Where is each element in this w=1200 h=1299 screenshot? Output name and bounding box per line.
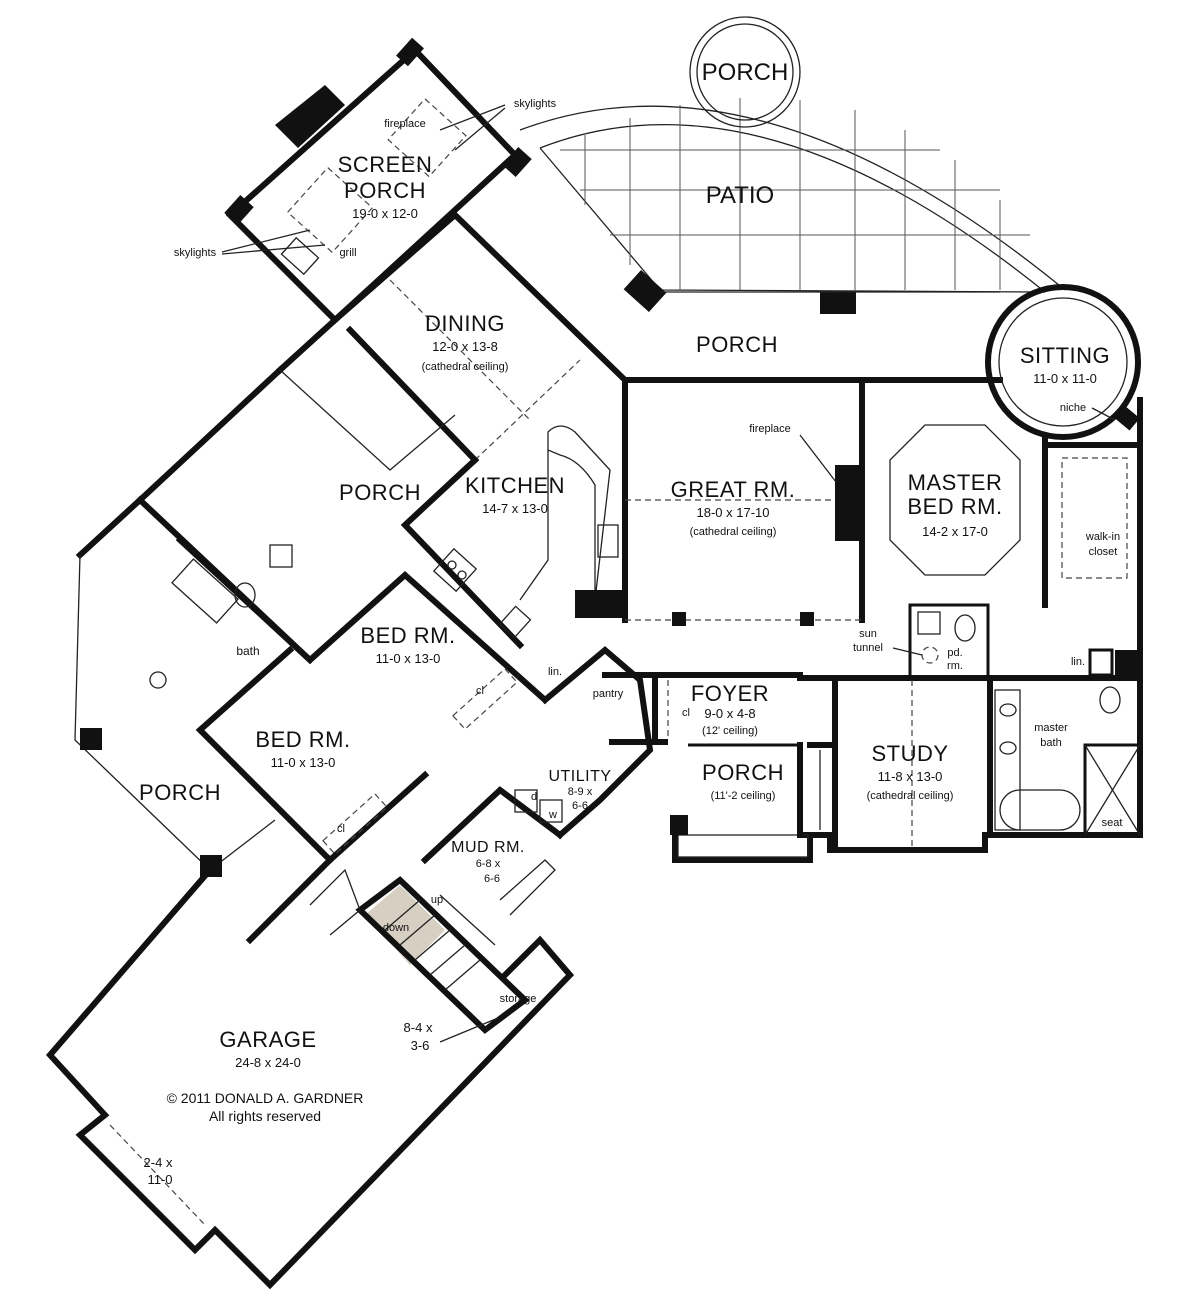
sitting-dims: 11-0 x 11-0	[1033, 371, 1097, 386]
porch-front-note: (11'-2 ceiling)	[711, 790, 776, 802]
garage-dims: 24-8 x 24-0	[235, 1055, 301, 1070]
screen-porch: SCREEN PORCH 19-0 x 12-0 fireplace skyli…	[174, 37, 557, 325]
walk-in-label-1: walk-in	[1085, 531, 1120, 543]
porch-front-label: PORCH	[702, 760, 784, 785]
porch-rear-label: PORCH	[696, 332, 778, 357]
study-label: STUDY	[871, 741, 948, 766]
great-room: GREAT RM. 18-0 x 17-10 (cathedral ceilin…	[625, 377, 865, 626]
utility-dims-1: 8-9 x	[568, 786, 593, 798]
bed-rm-2-label: BED RM.	[255, 727, 350, 752]
pd-rm-label-1: pd.	[947, 647, 962, 659]
cl-foyer-label: cl	[682, 707, 690, 719]
master-bath-label-2: bath	[1040, 737, 1061, 749]
great-rm-note: (cathedral ceiling)	[690, 526, 777, 538]
bed-rm-1-dims: 11-0 x 13-0	[376, 651, 441, 666]
dining-label: DINING	[425, 311, 505, 336]
sun-tunnel-label-2: tunnel	[853, 642, 883, 654]
master-bath: master bath seat lin.	[797, 648, 1143, 838]
bath-label: bath	[236, 644, 259, 658]
study: STUDY 11-8 x 13-0 (cathedral ceiling)	[807, 675, 954, 853]
garage-ext-dims-1: 2-4 x	[144, 1155, 173, 1170]
porch-left-label: PORCH	[339, 480, 421, 505]
bedroom-wing: bath cl cl BED RM. 11-0 x 13-0 BED RM. 1…	[74, 495, 550, 877]
patio-label: PATIO	[706, 182, 774, 209]
pd-rm-label-2: rm.	[947, 660, 963, 672]
copyright-line2: All rights reserved	[209, 1108, 321, 1124]
utility-dims-2: 6-6	[572, 800, 588, 812]
bed-rm-2-dims: 11-0 x 13-0	[271, 755, 336, 770]
storage-label: storage	[500, 993, 537, 1005]
cl-bed1-label: cl	[476, 685, 484, 697]
utility-area: d w pantry UTILITY 8-9 x 6-6 MUD RM. 6-8…	[420, 646, 654, 885]
lin-master-label: lin.	[1071, 656, 1085, 668]
kitchen: KITCHEN 14-7 x 13-0 lin.	[400, 425, 625, 678]
dining-dims: 12-0 x 13-8	[432, 339, 498, 354]
walk-in-label-2: closet	[1089, 546, 1118, 558]
foyer-dims: 9-0 x 4-8	[704, 706, 755, 721]
sitting-label: SITTING	[1020, 343, 1110, 368]
garage-ext-dims-2: 11-0	[147, 1172, 172, 1187]
pantry-label: pantry	[593, 688, 624, 700]
storage-dims-1: 8-4 x	[404, 1020, 433, 1035]
garage: GARAGE 24-8 x 24-0 © 2011 DONALD A. GARD…	[45, 855, 575, 1290]
sun-tunnel-label-1: sun	[859, 628, 877, 640]
screen-porch-line1: SCREEN	[338, 152, 433, 177]
skylights-top-label: skylights	[514, 98, 557, 110]
great-rm-dims: 18-0 x 17-10	[697, 505, 770, 520]
porch-left: PORCH	[279, 369, 456, 505]
master-bed-dims: 14-2 x 17-0	[922, 524, 988, 539]
foyer: FOYER 9-0 x 4-8 (12' ceiling) cl	[602, 672, 803, 835]
study-note: (cathedral ceiling)	[867, 790, 954, 802]
down-label: down	[383, 922, 409, 934]
powder-room: sun tunnel pd. rm.	[853, 603, 990, 679]
dryer-label: d	[531, 791, 537, 803]
mud-rm-dims-1: 6-8 x	[476, 858, 501, 870]
washer-label: w	[548, 809, 557, 821]
study-dims: 11-8 x 13-0	[878, 769, 943, 784]
bed-rm-1-label: BED RM.	[360, 623, 455, 648]
fireplace-great-label: fireplace	[749, 423, 791, 435]
mud-rm-dims-2: 6-6	[484, 873, 500, 885]
utility-label: UTILITY	[548, 768, 611, 785]
lin-kitchen-label: lin.	[548, 666, 562, 678]
grill-label: grill	[339, 247, 356, 259]
master-bed-line2: BED RM.	[907, 494, 1002, 519]
garage-label: GARAGE	[219, 1027, 316, 1052]
porch-circle-label: PORCH	[702, 59, 789, 86]
master-bedroom: MASTER BED RM. 14-2 x 17-0 walk-in close…	[889, 424, 1143, 608]
kitchen-label: KITCHEN	[465, 473, 565, 498]
master-bed-line1: MASTER	[908, 470, 1003, 495]
stair-highlight	[365, 885, 445, 965]
mud-rm-label: MUD RM.	[451, 839, 525, 856]
stairs: up down	[355, 876, 530, 1034]
screen-porch-line2: PORCH	[344, 178, 426, 203]
porch-far-left-label: PORCH	[139, 780, 221, 805]
kitchen-dims: 14-7 x 13-0	[482, 501, 548, 516]
porch-front: PORCH (11'-2 ceiling)	[688, 742, 803, 838]
master-bath-label-1: master	[1034, 722, 1068, 734]
storage-dims-2: 3-6	[411, 1038, 430, 1053]
great-rm-label: GREAT RM.	[671, 477, 796, 502]
up-label: up	[431, 894, 443, 906]
niche-label: niche	[1060, 402, 1086, 414]
dining-note: (cathedral ceiling)	[422, 361, 509, 373]
skylights-left-label: skylights	[174, 247, 217, 259]
cl-bed2-label: cl	[337, 823, 345, 835]
fireplace-screen-label: fireplace	[384, 118, 426, 130]
copyright-line1: © 2011 DONALD A. GARDNER	[167, 1090, 364, 1106]
dining-room: DINING 12-0 x 13-8 (cathedral ceiling)	[345, 279, 581, 465]
foyer-label: FOYER	[691, 681, 769, 706]
patio-area: PORCH PATIO	[519, 16, 1066, 293]
seat-label: seat	[1102, 817, 1123, 829]
screen-porch-dims: 19-0 x 12-0	[352, 206, 418, 221]
foyer-note: (12' ceiling)	[702, 725, 758, 737]
